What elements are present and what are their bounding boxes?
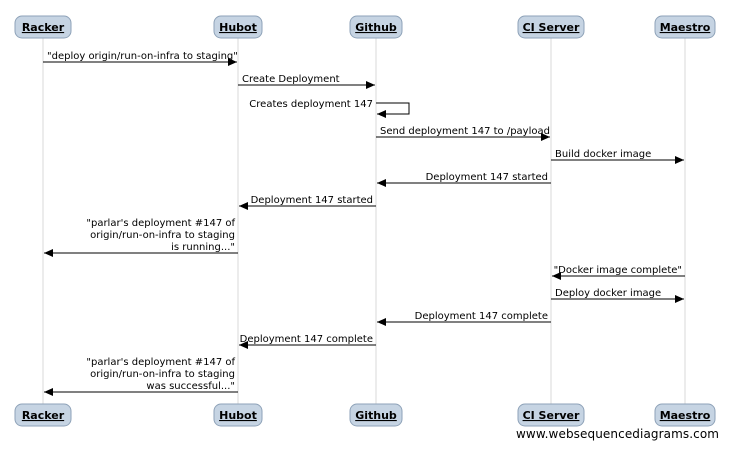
message: "deploy origin/run-on-infra to staging" [43, 51, 238, 66]
message: Send deployment 147 to /payload [376, 126, 550, 141]
participant-label: CI Server [523, 21, 580, 34]
participant-ci-top: CI Server [517, 15, 585, 39]
message-label: Create Deployment [242, 74, 340, 85]
participant-racker-bottom: Racker [14, 403, 72, 427]
message: Deployment 147 complete [377, 311, 551, 326]
message: "parlar's deployment #147 oforigin/run-o… [44, 357, 238, 396]
message: Creates deployment 147 [249, 99, 410, 118]
arrowhead [239, 202, 248, 210]
participant-box [654, 403, 716, 427]
arrowhead [552, 272, 561, 280]
participant-label: Github [355, 409, 397, 422]
lifelines [42, 38, 686, 404]
messages: "deploy origin/run-on-infra to staging" C… [43, 51, 685, 396]
arrowhead [377, 179, 386, 187]
participant-racker-top: Racker [14, 15, 72, 39]
message-label: Deployment 147 complete [240, 334, 373, 345]
arrowhead [377, 318, 386, 326]
arrowhead [44, 249, 53, 257]
participant-label: Github [355, 21, 397, 34]
message-label: Build docker image [555, 149, 651, 160]
participant-box [654, 15, 716, 39]
message-label: "deploy origin/run-on-infra to staging" [47, 51, 238, 62]
participant-hubot-bottom: Hubot [213, 403, 263, 427]
participant-box [14, 15, 72, 39]
message-label: origin/run-on-infra to staging [90, 369, 235, 380]
participant-label: Hubot [219, 409, 257, 422]
participant-box [213, 15, 263, 39]
arrowhead [44, 388, 53, 396]
message-label: Send deployment 147 to /payload [380, 126, 550, 137]
message-label: "Docker image complete" [554, 265, 682, 276]
message: "parlar's deployment #147 oforigin/run-o… [44, 218, 238, 257]
message-label: Deploy docker image [555, 288, 661, 299]
message: Deploy docker image [551, 288, 684, 303]
arrowhead [239, 341, 248, 349]
message-label: Deployment 147 started [426, 172, 548, 183]
arrowhead [675, 156, 684, 164]
participant-box [349, 403, 403, 427]
arrowhead [541, 133, 550, 141]
message-label: was successful..." [146, 381, 235, 392]
participant-box [517, 403, 585, 427]
participant-github-bottom: Github [349, 403, 403, 427]
message-label: is running..." [171, 242, 235, 253]
message-label: Deployment 147 started [251, 195, 373, 206]
participant-box [14, 403, 72, 427]
participant-maestro-top: Maestro [654, 15, 716, 39]
participant-label: Racker [22, 21, 65, 34]
participant-maestro-bottom: Maestro [654, 403, 716, 427]
participant-ci-bottom: CI Server [517, 403, 585, 427]
participant-label: Maestro [660, 21, 711, 34]
participant-label: Racker [22, 409, 65, 422]
arrowhead [366, 81, 375, 89]
participant-box [213, 403, 263, 427]
message-label: Creates deployment 147 [249, 99, 373, 110]
message-label: "parlar's deployment #147 of [86, 218, 235, 229]
watermark: www.websequencediagrams.com [516, 427, 720, 441]
participant-label: Maestro [660, 409, 711, 422]
participant-github-top: Github [349, 15, 403, 39]
message-label: "parlar's deployment #147 of [86, 357, 235, 368]
message: Create Deployment [238, 74, 375, 89]
participant-hubot-top: Hubot [213, 15, 263, 39]
message-label: origin/run-on-infra to staging [90, 230, 235, 241]
message-label: Deployment 147 complete [415, 311, 548, 322]
message-line [376, 102, 410, 115]
message: Deployment 147 started [377, 172, 551, 187]
participants-top: Racker Hubot Github CI Server Maestro [14, 15, 716, 39]
message: Deployment 147 started [239, 195, 376, 210]
message: Deployment 147 complete [239, 334, 376, 349]
message: "Docker image complete" [552, 265, 685, 280]
participant-box [349, 15, 403, 39]
message: Build docker image [551, 149, 684, 164]
arrowhead [377, 110, 386, 118]
participants-bottom: Racker Hubot Github CI Server Maestro [14, 403, 716, 427]
arrowhead [675, 295, 684, 303]
participant-label: Hubot [219, 21, 257, 34]
participant-label: CI Server [523, 409, 580, 422]
arrowhead [228, 58, 237, 66]
participant-box [517, 15, 585, 39]
